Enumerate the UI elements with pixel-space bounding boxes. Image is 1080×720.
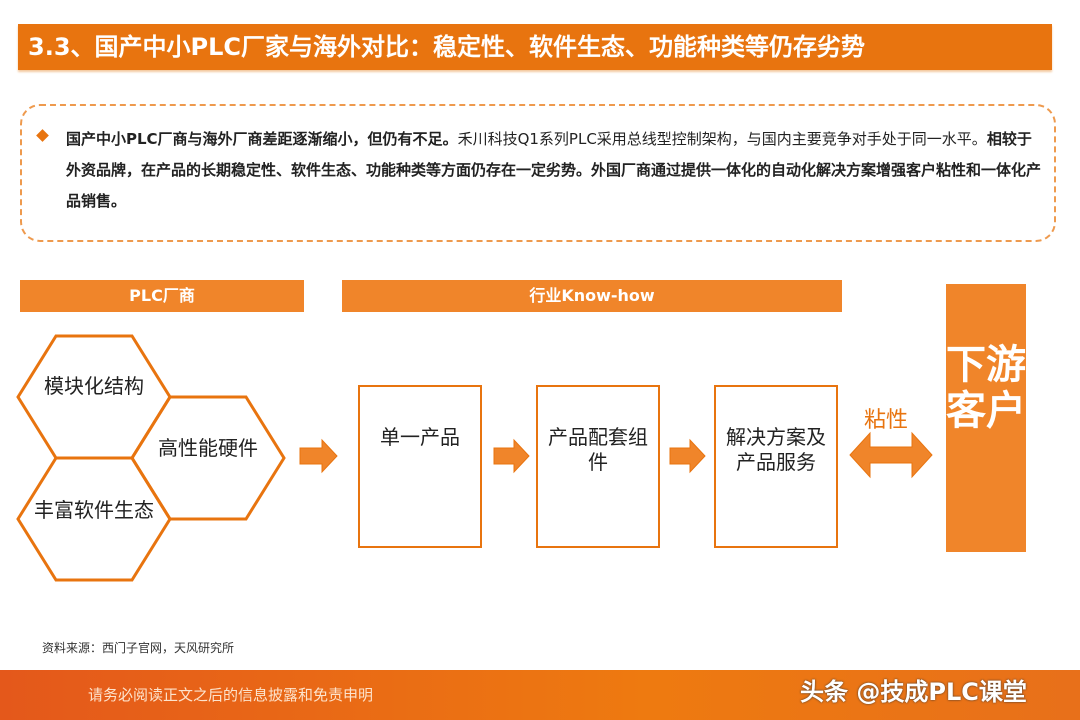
link-label: 粘性 bbox=[864, 408, 909, 433]
hexagon-label: 高性能硬件 bbox=[158, 436, 258, 460]
header-industry-knowhow: 行业Know-how bbox=[342, 280, 842, 312]
hexagon-label: 丰富软件生态 bbox=[34, 498, 154, 522]
step-solutions: 解决方案及产品服务 bbox=[714, 385, 838, 548]
header-plc-vendor: PLC厂商 bbox=[20, 280, 304, 312]
disclaimer: 请务必阅读正文之后的信息披露和免责申明 bbox=[88, 686, 374, 704]
step-single-product: 单一产品 bbox=[358, 385, 482, 548]
summary-text: 国产中小PLC厂商与海外厂商差距逐渐缩小，但仍有不足。禾川科技Q1系列PLC采用… bbox=[66, 124, 1041, 217]
footer-band bbox=[0, 670, 1080, 720]
step-components: 产品配套组件 bbox=[536, 385, 660, 548]
hexagon-label: 模块化结构 bbox=[44, 374, 144, 398]
source-note: 资料来源：西门子官网，天风研究所 bbox=[42, 641, 235, 655]
arrow-right-icon bbox=[669, 438, 706, 474]
summary-bold-1: 国产中小PLC厂商与海外厂商差距逐渐缩小，但仍有不足。 bbox=[66, 130, 458, 148]
summary-box bbox=[20, 104, 1056, 242]
arrow-right-icon bbox=[299, 438, 338, 474]
watermark: 头条 @技成PLC课堂 bbox=[800, 678, 1027, 706]
page-title: 3.3、国产中小PLC厂家与海外对比：稳定性、软件生态、功能种类等仍存劣势 bbox=[18, 24, 1052, 70]
summary-normal: 禾川科技Q1系列PLC采用总线型控制架构，与国内主要竞争对手处于同一水平。 bbox=[457, 130, 987, 148]
double-arrow-icon bbox=[849, 431, 933, 479]
diagram-shapes bbox=[16, 334, 933, 582]
arrow-right-icon bbox=[493, 438, 530, 474]
downstream-customer: 下游客户 bbox=[946, 284, 1026, 552]
summary-bold-2: 相较于外资品牌，在产品的长期稳定性、软件生态、功能种类等方面仍存在一定劣势。外国… bbox=[66, 130, 1042, 210]
hexagon-software bbox=[16, 456, 172, 582]
